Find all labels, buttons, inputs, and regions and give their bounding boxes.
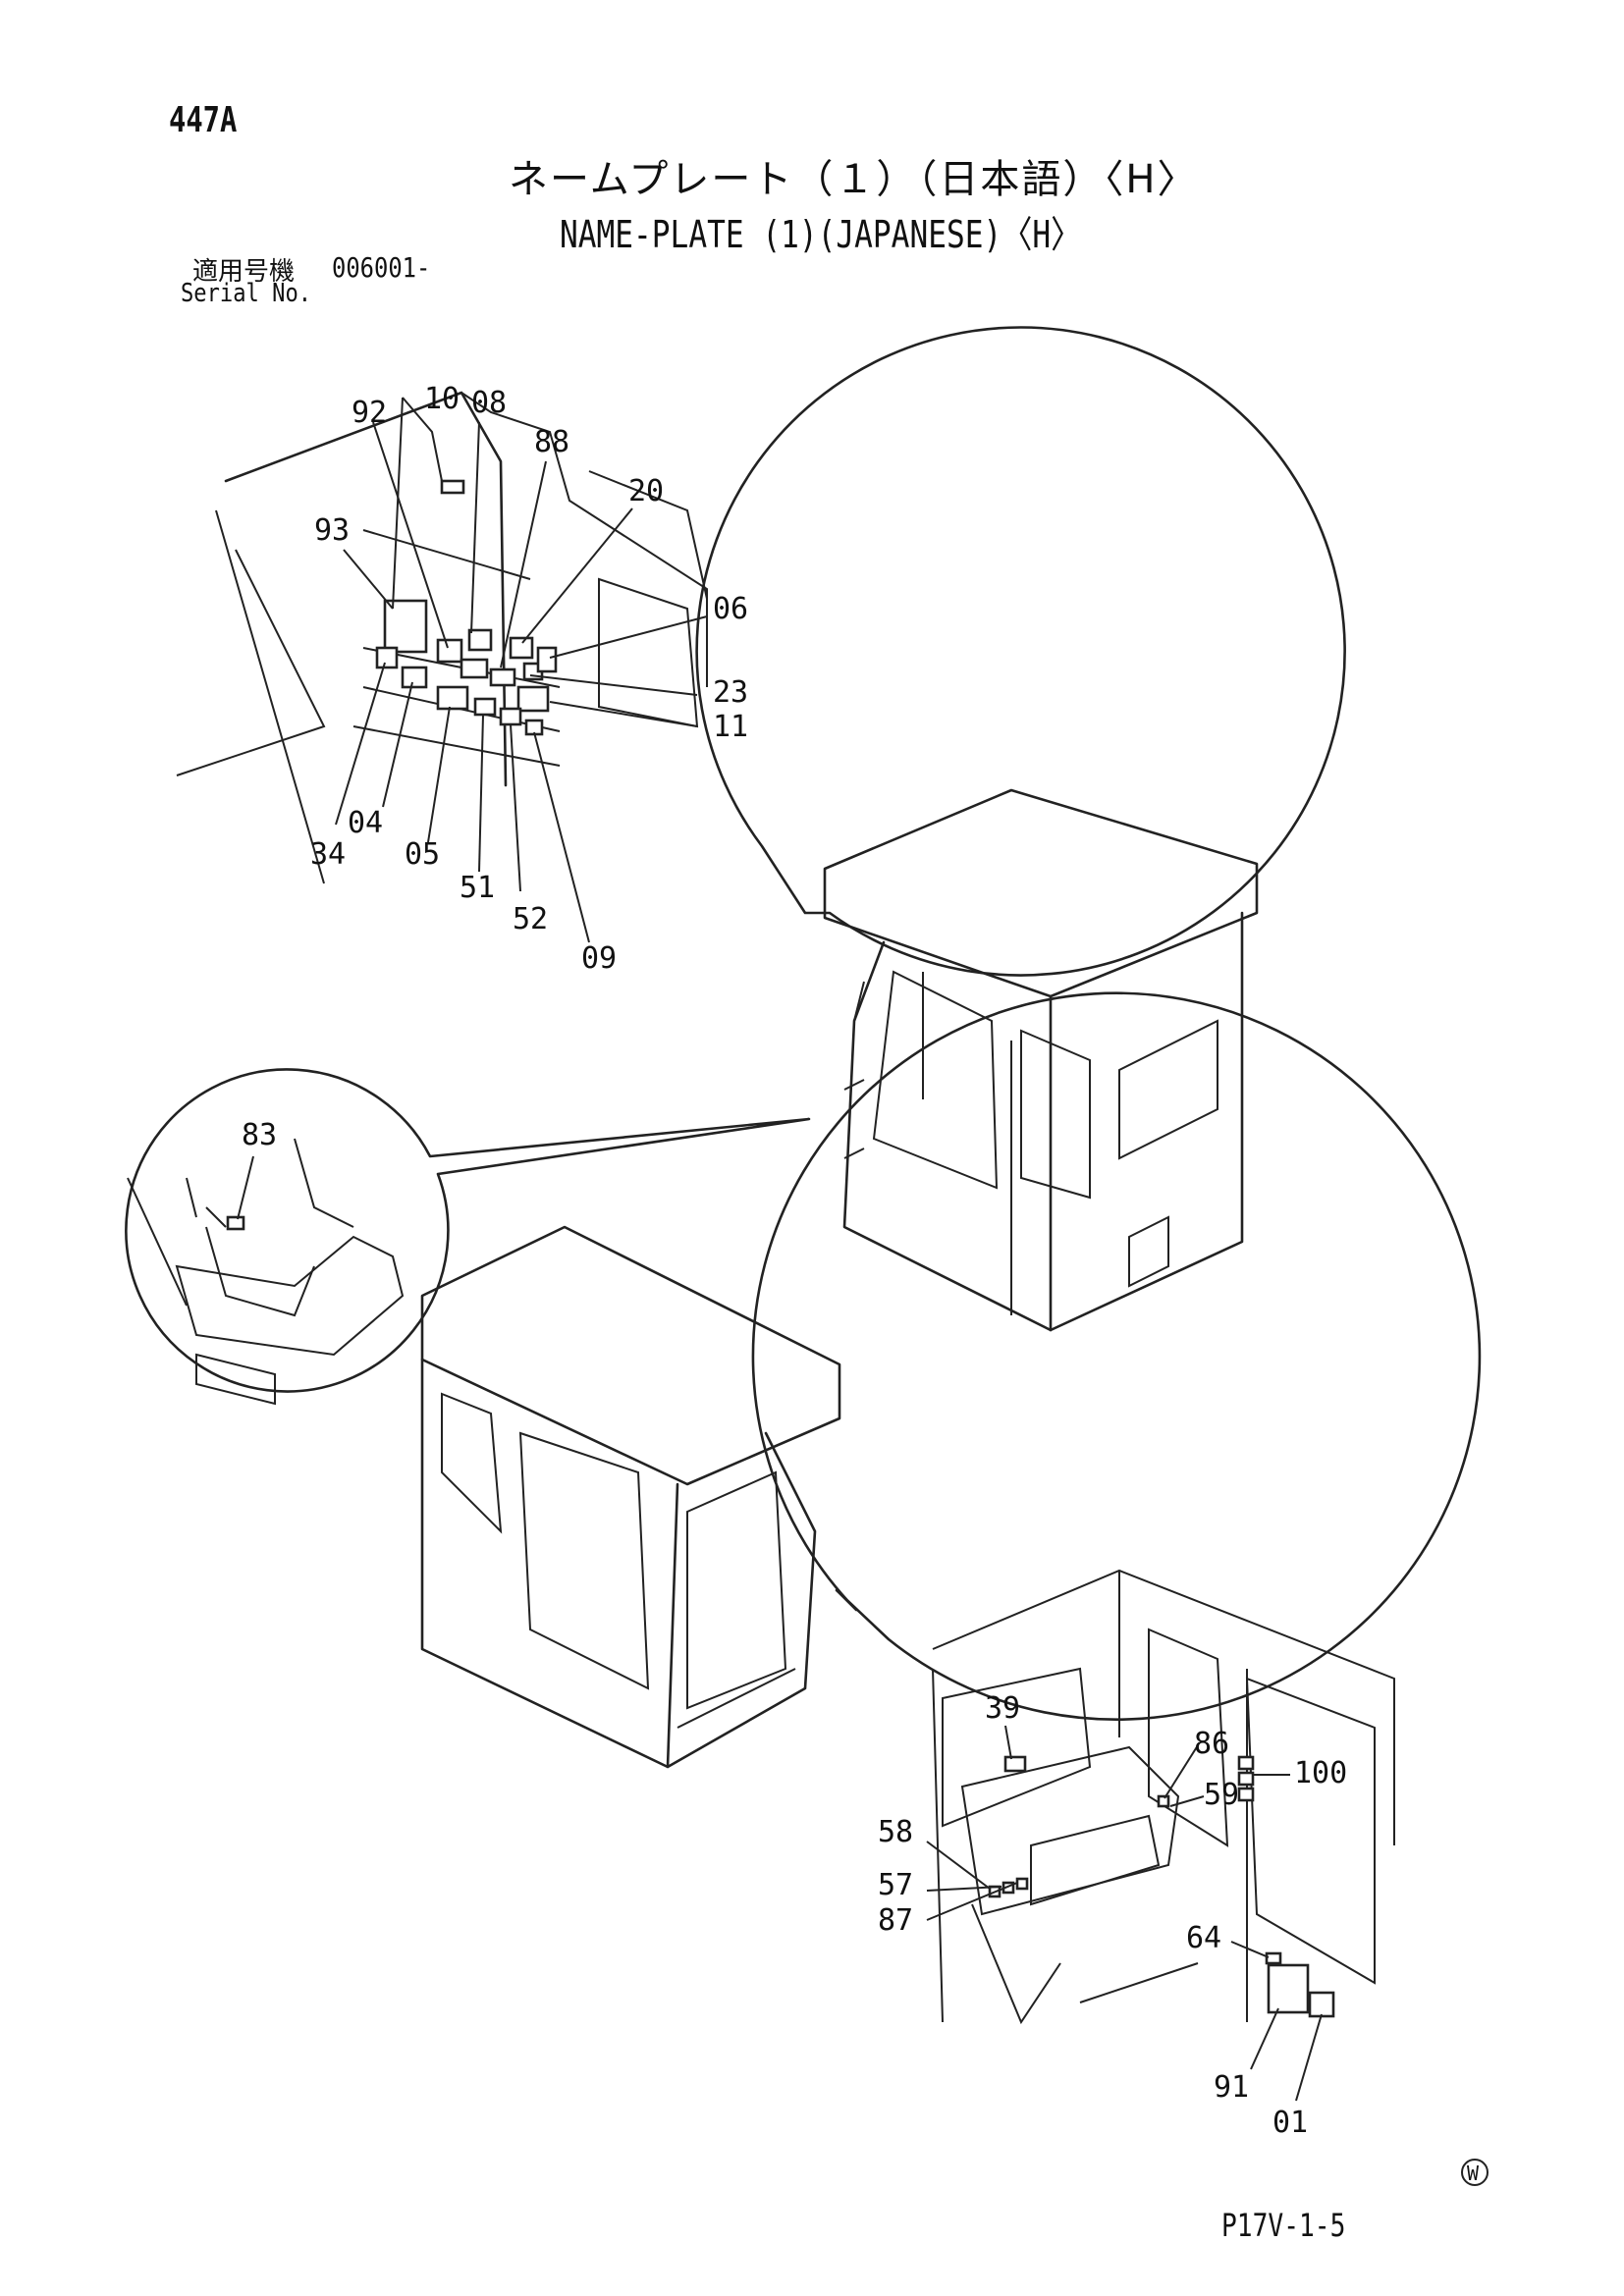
callout-23: 23 (713, 675, 748, 710)
callout-05: 05 (405, 837, 440, 872)
callout-09: 09 (581, 941, 617, 976)
page-number: 447A (169, 100, 238, 140)
callout-59: 59 (1204, 1778, 1239, 1812)
callout-06: 06 (713, 592, 748, 626)
callout-58: 58 (878, 1815, 913, 1849)
callout-04: 04 (348, 806, 383, 840)
callout-34: 34 (310, 837, 346, 872)
callout-52: 52 (513, 902, 548, 936)
callout-87: 87 (878, 1903, 913, 1938)
callout-91: 91 (1214, 2070, 1249, 2105)
title-japanese: ネームプレート（１）（日本語）〈H〉 (509, 157, 1199, 202)
callout-20: 20 (628, 474, 664, 508)
cab-front-view (823, 788, 1259, 1332)
dash-detail-bubble: 92 10 08 88 20 93 06 23 11 34 04 05 51 5… (176, 326, 1346, 977)
callout-51: 51 (460, 871, 495, 905)
callout-10: 10 (424, 382, 460, 416)
callout-64: 64 (1186, 1921, 1221, 1955)
callout-01: 01 (1272, 2106, 1308, 2140)
serial-number-value: 006001- (332, 251, 431, 284)
watermark-symbol: W (1461, 2159, 1489, 2186)
serial-label-english: Serial No. (181, 279, 312, 308)
floor-detail-bubble: 39 86 100 59 58 57 87 64 91 01 (751, 991, 1482, 2140)
callout-92: 92 (352, 396, 387, 430)
page-code: P17V-1-5 (1221, 2207, 1346, 2244)
serial-label-japanese: 適用号機 (192, 257, 296, 287)
lever-detail-bubble: 83 (125, 1068, 811, 1406)
callout-08: 08 (471, 386, 507, 420)
callout-57: 57 (878, 1868, 913, 1902)
callout-86: 86 (1194, 1727, 1229, 1761)
cab-rear-view (420, 1225, 841, 1769)
watermark-letter: W (1467, 2162, 1480, 2185)
callout-11: 11 (713, 710, 748, 744)
callout-100: 100 (1294, 1756, 1347, 1790)
callout-93: 93 (314, 513, 350, 548)
callout-83: 83 (242, 1118, 277, 1152)
callout-88: 88 (534, 425, 569, 459)
callout-39: 39 (985, 1691, 1020, 1726)
title-english: NAME-PLATE (1)(JAPANESE)〈H〉 (560, 213, 1082, 256)
